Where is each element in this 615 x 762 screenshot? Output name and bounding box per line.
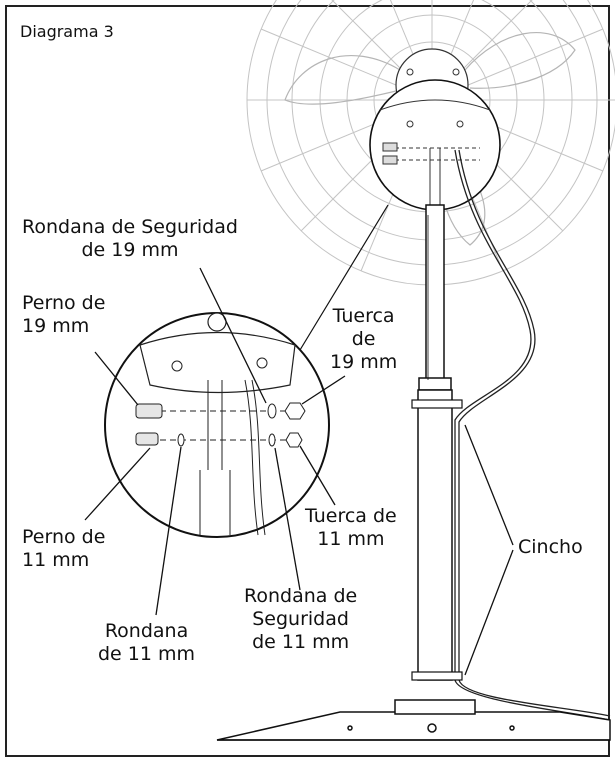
leader-lines (84, 267, 514, 676)
label-line: 11 mm (317, 528, 385, 550)
label-washer-11mm: Rondana de 11 mm (98, 620, 195, 666)
label-line: de (351, 328, 376, 350)
label-line: de 19 mm (81, 239, 179, 261)
label-cable-tie: Cincho (518, 536, 583, 558)
bolt-11mm-shape (135, 432, 159, 446)
label-line: 19 mm (330, 351, 398, 373)
label-line: Seguridad (252, 608, 349, 630)
label-nut-19mm: Tuerca de 19 mm (330, 305, 397, 374)
cable-ties (411, 399, 463, 681)
fan-base (216, 699, 611, 741)
fan-guard (246, 0, 615, 286)
power-cord (454, 149, 611, 721)
bolt-19mm-shape (135, 403, 163, 419)
label-line: Rondana de (244, 585, 358, 607)
label-line: Tuerca (332, 305, 395, 327)
zoom-connector-line (299, 204, 389, 351)
diagram-border (5, 5, 610, 757)
label-nut-11mm: Tuerca de 11 mm (305, 505, 397, 551)
mount-detail-large (104, 312, 330, 538)
label-line: Tuerca de (305, 505, 397, 527)
label-lock-washer-19mm: Rondana de Seguridad de 19 mm (22, 216, 238, 262)
label-line: Perno de (22, 526, 106, 548)
label-line: de 11 mm (98, 643, 196, 665)
label-bolt-19mm: Perno de 19 mm (22, 292, 105, 338)
mount-detail-small (369, 79, 501, 211)
label-line: 11 mm (22, 549, 90, 571)
label-lock-washer-11mm: Rondana de Seguridad de 11 mm (244, 585, 357, 654)
label-line: Perno de (22, 292, 106, 314)
label-line: Rondana (104, 620, 189, 642)
label-line: 19 mm (22, 315, 90, 337)
label-line: Rondana de Seguridad (22, 216, 238, 238)
label-bolt-11mm: Perno de 11 mm (22, 526, 105, 572)
label-line: de 11 mm (252, 631, 350, 653)
fan-pole (417, 204, 453, 681)
diagram-title: Diagrama 3 (20, 22, 114, 41)
